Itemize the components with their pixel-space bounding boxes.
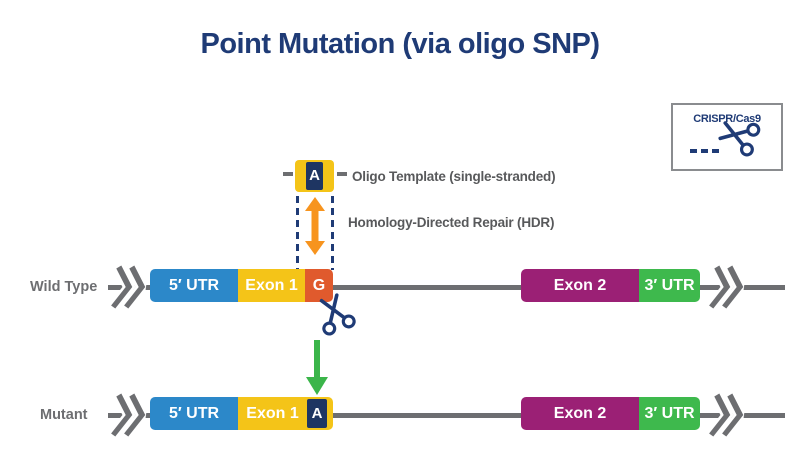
repair-result-arrow-icon [306,340,328,395]
mut-exon1-label: Exon 1 [246,405,299,422]
mut-exon1-box: Exon 1 A [238,397,333,430]
hdr-label: Homology-Directed Repair (HDR) [348,215,555,230]
oligo-template-box: A [295,160,334,192]
crispr-legend-label: CRISPR/Cas9 [693,113,761,125]
mut-5utr-box: 5′ UTR [150,397,238,430]
mutant-label: Mutant [40,407,88,423]
mut-3utr-box: 3′ UTR [639,397,700,430]
guide-dashed-line [690,149,720,153]
wt-exon1-box: Exon 1 [238,269,305,302]
wild-type-label: Wild Type [30,279,98,295]
oligo-strand-end-right [337,172,347,176]
dna-line-mutant [108,413,785,418]
wt-5utr-box: 5′ UTR [150,269,238,302]
oligo-strand-end-left [283,172,293,176]
dna-break-chevron-icon [706,264,747,310]
dna-break-chevron-icon [108,264,149,310]
hdr-exchange-arrow-icon [305,197,325,255]
page-title: Point Mutation (via oligo SNP) [200,28,600,60]
dna-break-chevron-icon [108,392,149,438]
scissors-icon [718,121,761,157]
homology-dashed-line-right [331,196,334,270]
oligo-snp-base: A [306,162,323,190]
wt-snp-g-box: G [305,269,333,302]
homology-dashed-line-left [296,196,299,270]
scissors-icon [319,293,356,336]
wt-exon2-box: Exon 2 [521,269,639,302]
dna-break-chevron-icon [706,392,747,438]
mut-snp-a-box: A [307,399,327,428]
wt-3utr-box: 3′ UTR [639,269,700,302]
crispr-legend-box: CRISPR/Cas9 [671,103,783,171]
dna-line-wild-type [108,285,785,290]
oligo-template-label: Oligo Template (single-stranded) [352,169,556,184]
mut-exon2-box: Exon 2 [521,397,639,430]
